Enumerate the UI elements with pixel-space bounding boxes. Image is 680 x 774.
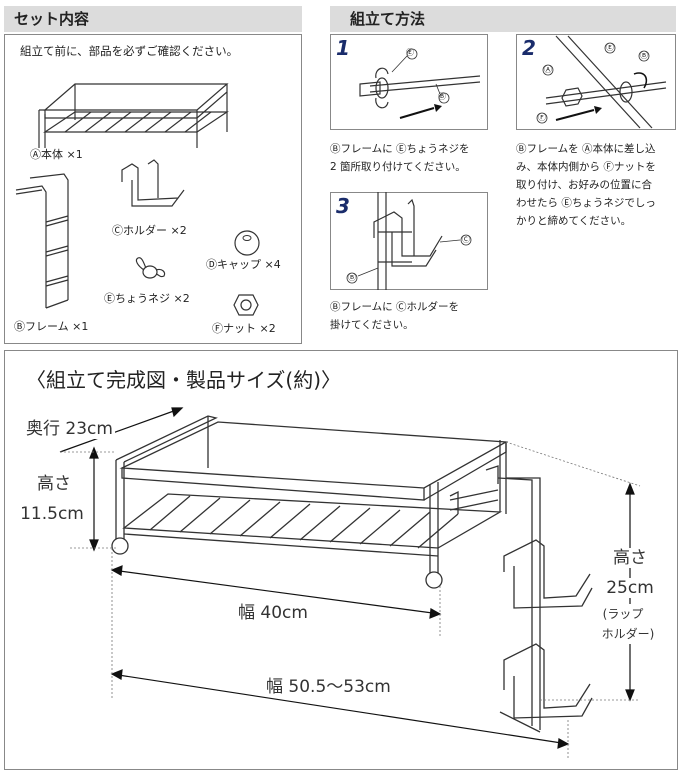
step2-text-3: 取り付け、お好みの位置に合 (516, 179, 652, 191)
part-cap-label: Ⓓキャップ ×4 (206, 258, 281, 271)
step1-text-2: 2 箇所取り付けてください。 (330, 161, 466, 173)
dim-width-total: 幅 50.5〜53cm (266, 677, 391, 697)
dim-depth: 奥行 23cm (24, 414, 115, 439)
nut-illustration (233, 294, 259, 316)
dim-holder-height-label: 高さ (600, 548, 660, 568)
dim-holder-note-1: (ラップ (588, 604, 658, 624)
step2-text-5: かりと締めてください。 (516, 215, 632, 227)
assembly-header: 組立て方法 (330, 6, 676, 32)
part-wingnut-label: Ⓔちょうネジ ×2 (104, 292, 190, 305)
step1-number: 1 (336, 36, 350, 60)
dim-width-body: 幅 40cm (238, 603, 308, 623)
step1-callout-b: Ⓑ (438, 92, 446, 101)
dim-holder-height-value: 25cm (596, 578, 664, 598)
step2-text-1: Ⓑフレームを Ⓐ本体に差し込 (516, 143, 656, 155)
part-frame-label: Ⓑフレーム ×1 (14, 320, 89, 333)
step2-text-4: わせたら Ⓔちょうネジでしっ (516, 197, 656, 209)
step1-drawing (359, 48, 481, 119)
step2-callout-a: Ⓐ (544, 65, 552, 74)
step1-figure (330, 34, 488, 130)
parts-header: セット内容 (4, 6, 302, 32)
part-body-label: Ⓐ本体 ×1 (30, 148, 83, 161)
dimensions-box (4, 350, 678, 770)
step2-figure (516, 34, 676, 130)
step3-drawing (346, 192, 472, 290)
part-nut-label: Ⓕナット ×2 (212, 322, 276, 335)
wingnut-illustration (135, 257, 166, 279)
cap-illustration (234, 230, 260, 256)
holder-illustration (121, 159, 185, 207)
step1-callout-e: Ⓔ (406, 48, 414, 57)
parts-box (4, 34, 302, 344)
step3-number: 3 (336, 194, 350, 218)
step3-figure (330, 192, 488, 290)
dim-height-value: 11.5cm (20, 504, 84, 524)
step2-callout-b: Ⓑ (640, 51, 648, 60)
dim-holder-note-2: ホルダー) (584, 624, 672, 644)
step3-callout-b: Ⓑ (348, 273, 356, 282)
step3-text-2: 掛けてください。 (330, 319, 414, 331)
dimensions-title: 〈組立て完成図・製品サイズ(約)〉 (26, 368, 342, 392)
body-illustration (38, 83, 229, 148)
step1-text-1: Ⓑフレームに Ⓔちょうネジを (330, 143, 470, 155)
step2-text-2: み、本体内側から Ⓕナットを (516, 161, 656, 173)
step2-drawing (536, 35, 667, 129)
step2-callout-f: Ⓕ (538, 113, 546, 122)
dim-height-label: 高さ (37, 474, 71, 494)
step2-callout-e: Ⓔ (606, 43, 614, 52)
step3-text-1: Ⓑフレームに Ⓒホルダーを (330, 301, 460, 313)
frame-illustration (15, 173, 69, 309)
step3-callout-c: Ⓒ (462, 235, 470, 244)
step2-number: 2 (522, 36, 536, 60)
parts-intro: 組立て前に、部品を必ずご確認ください。 (20, 44, 239, 58)
part-holder-label: Ⓒホルダー ×2 (112, 224, 187, 237)
